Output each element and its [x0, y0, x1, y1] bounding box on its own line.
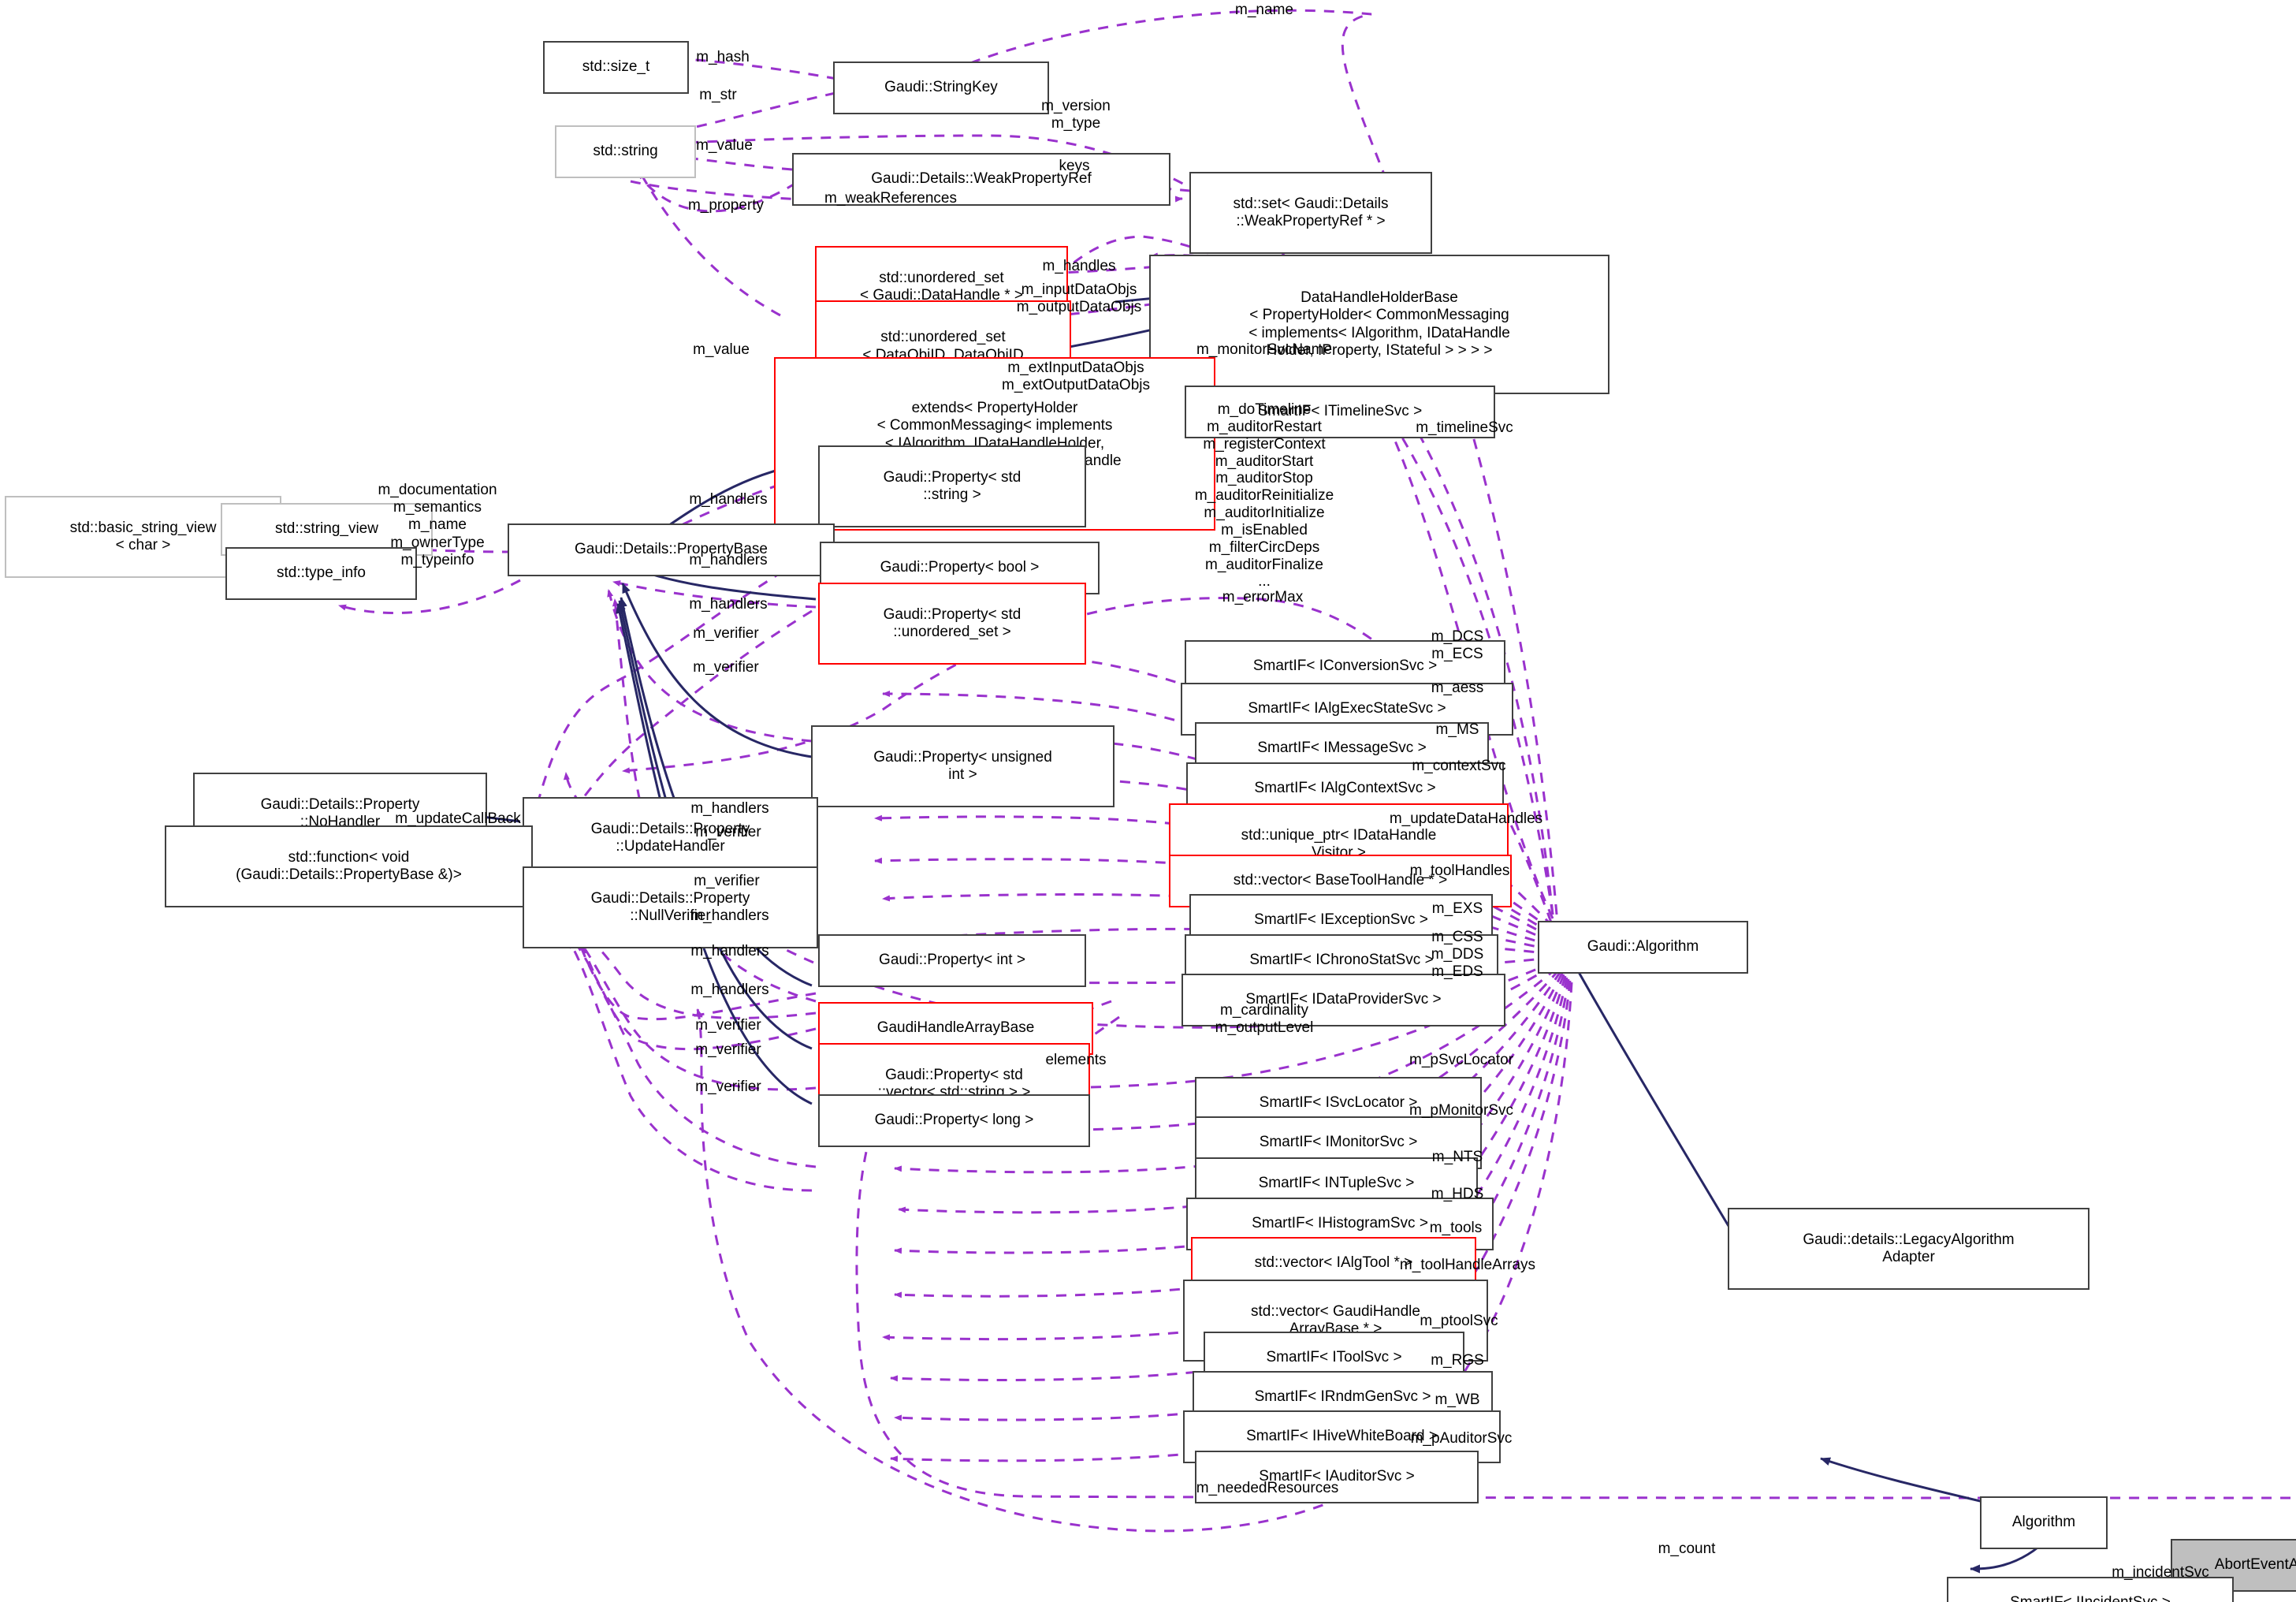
edge-label: m_RGS [1431, 1352, 1484, 1369]
class-node-setweakpropref[interactable]: std::set< Gaudi::Details ::WeakPropertyR… [1189, 172, 1432, 254]
edge-label: m_verifier [694, 873, 760, 890]
edge-label: m_aess [1431, 680, 1484, 697]
edge-label: m_contextSvc [1412, 758, 1506, 775]
edge-label: m_handles [1042, 258, 1116, 275]
edge-label: m_hash [696, 49, 750, 66]
edge-label: m_ownerType m_typeinfo [390, 535, 485, 568]
edge-label: m_handlers [690, 982, 769, 999]
class-node-dhholderbase[interactable]: DataHandleHolderBase < PropertyHolder< C… [1149, 255, 1609, 394]
class-node-type_info[interactable]: std::type_info [225, 547, 417, 600]
edge-label: m_EXS [1431, 900, 1483, 918]
edge-label: m_NTS [1431, 1149, 1483, 1166]
class-node-propertybase[interactable]: Gaudi::Details::PropertyBase [508, 523, 835, 576]
edge-label: m_doTimeline m_auditorRestart m_register… [1194, 400, 1334, 591]
class-node-legacyadapter[interactable]: Gaudi::details::LegacyAlgorithm Adapter [1728, 1208, 2089, 1290]
edge-label: m_str [699, 87, 737, 104]
edge-label: m_cardinality m_outputLevel [1215, 1002, 1314, 1036]
class-node-size_t[interactable]: std::size_t [543, 41, 689, 94]
edge-label: m_pMonitorSvc [1409, 1102, 1513, 1120]
edge-label: m_property [687, 197, 765, 214]
class-node-prop_unordered[interactable]: Gaudi::Property< std ::unordered_set > [818, 583, 1086, 665]
class-node-algorithm_gaudi[interactable]: Gaudi::Algorithm [1538, 921, 1748, 974]
edge-label: m_DDS m_EDS [1431, 946, 1484, 980]
edge-label: m_neededResources [1196, 1480, 1339, 1497]
edge-label: m_handlers [689, 596, 768, 613]
class-node-prop_long[interactable]: Gaudi::Property< long > [818, 1094, 1090, 1147]
edge-label: m_verifier [695, 1017, 761, 1034]
edge-label: m_updateCallBack [395, 810, 521, 828]
edge-label: m_pAuditorSvc [1410, 1430, 1513, 1447]
edge-label: m_errorMax [1222, 589, 1304, 606]
edge-label: m_value [693, 341, 750, 359]
edge-label: m_tools [1429, 1220, 1483, 1237]
edge-label: m_verifier [693, 625, 759, 643]
class-node-stdfunction[interactable]: std::function< void (Gaudi::Details::Pro… [165, 825, 533, 907]
edge-label: m_DCS m_ECS [1431, 628, 1484, 662]
edge-label: m_incidentSvc [2112, 1564, 2209, 1582]
edge-label: m_verifier [695, 1041, 761, 1059]
class-node-prop_string[interactable]: Gaudi::Property< std ::string > [818, 445, 1086, 527]
edge-label: m_verifier [695, 824, 761, 841]
edge-label: m_verifier [693, 659, 759, 676]
edge-label: m_handlers [690, 943, 769, 960]
edge-label: elements [1045, 1052, 1107, 1069]
edge-label: m_name [1235, 2, 1293, 19]
edge-label: m_weakReferences [824, 190, 957, 207]
edge-label: m_documentation m_semantics m_name [378, 482, 497, 533]
class-node-string[interactable]: std::string [555, 125, 696, 178]
edge-label: m_CSS [1431, 929, 1483, 946]
edge-label: m_handlers [689, 552, 768, 569]
class-node-prop_uint[interactable]: Gaudi::Property< unsigned int > [811, 725, 1115, 807]
edge-label: m_monitorSvcName [1196, 341, 1333, 359]
edge-label: m_handlers [690, 800, 769, 818]
class-node-algorithm[interactable]: Algorithm [1980, 1496, 2108, 1549]
class-node-stringkey[interactable]: Gaudi::StringKey [833, 61, 1049, 114]
edge-label: m_toolHandleArrays [1399, 1257, 1536, 1274]
edge-label: m_value [696, 137, 753, 155]
edge-label: m_toolHandles [1409, 862, 1510, 880]
edge-label: m_verifier [695, 1079, 761, 1096]
edge-label: m_MS [1435, 721, 1479, 739]
edge-label: keys [1059, 158, 1090, 175]
edge-label: m_updateDataHandles [1389, 810, 1543, 828]
edge-label: m_count [1658, 1541, 1716, 1558]
edge-label: m_handlers [690, 907, 769, 925]
edge-label: m_handlers [689, 491, 768, 509]
edge-label: m_version m_type [1041, 98, 1111, 132]
class-node-prop_int[interactable]: Gaudi::Property< int > [818, 934, 1086, 987]
edge-label: m_ptoolSvc [1420, 1313, 1498, 1330]
class-node-nullverifier[interactable]: Gaudi::Details::Property ::NullVerifier [523, 866, 818, 948]
edge-label: m_WB [1435, 1392, 1480, 1409]
edge-label: m_inputDataObjs m_outputDataObjs [1016, 281, 1142, 315]
edge-label: m_extInputDataObjs m_extOutputDataObjs [1002, 360, 1150, 393]
edge-label: m_HDS [1431, 1186, 1484, 1203]
edge-label: m_pSvcLocator [1408, 1052, 1514, 1069]
edge-label: m_timelineSvc [1416, 419, 1513, 437]
